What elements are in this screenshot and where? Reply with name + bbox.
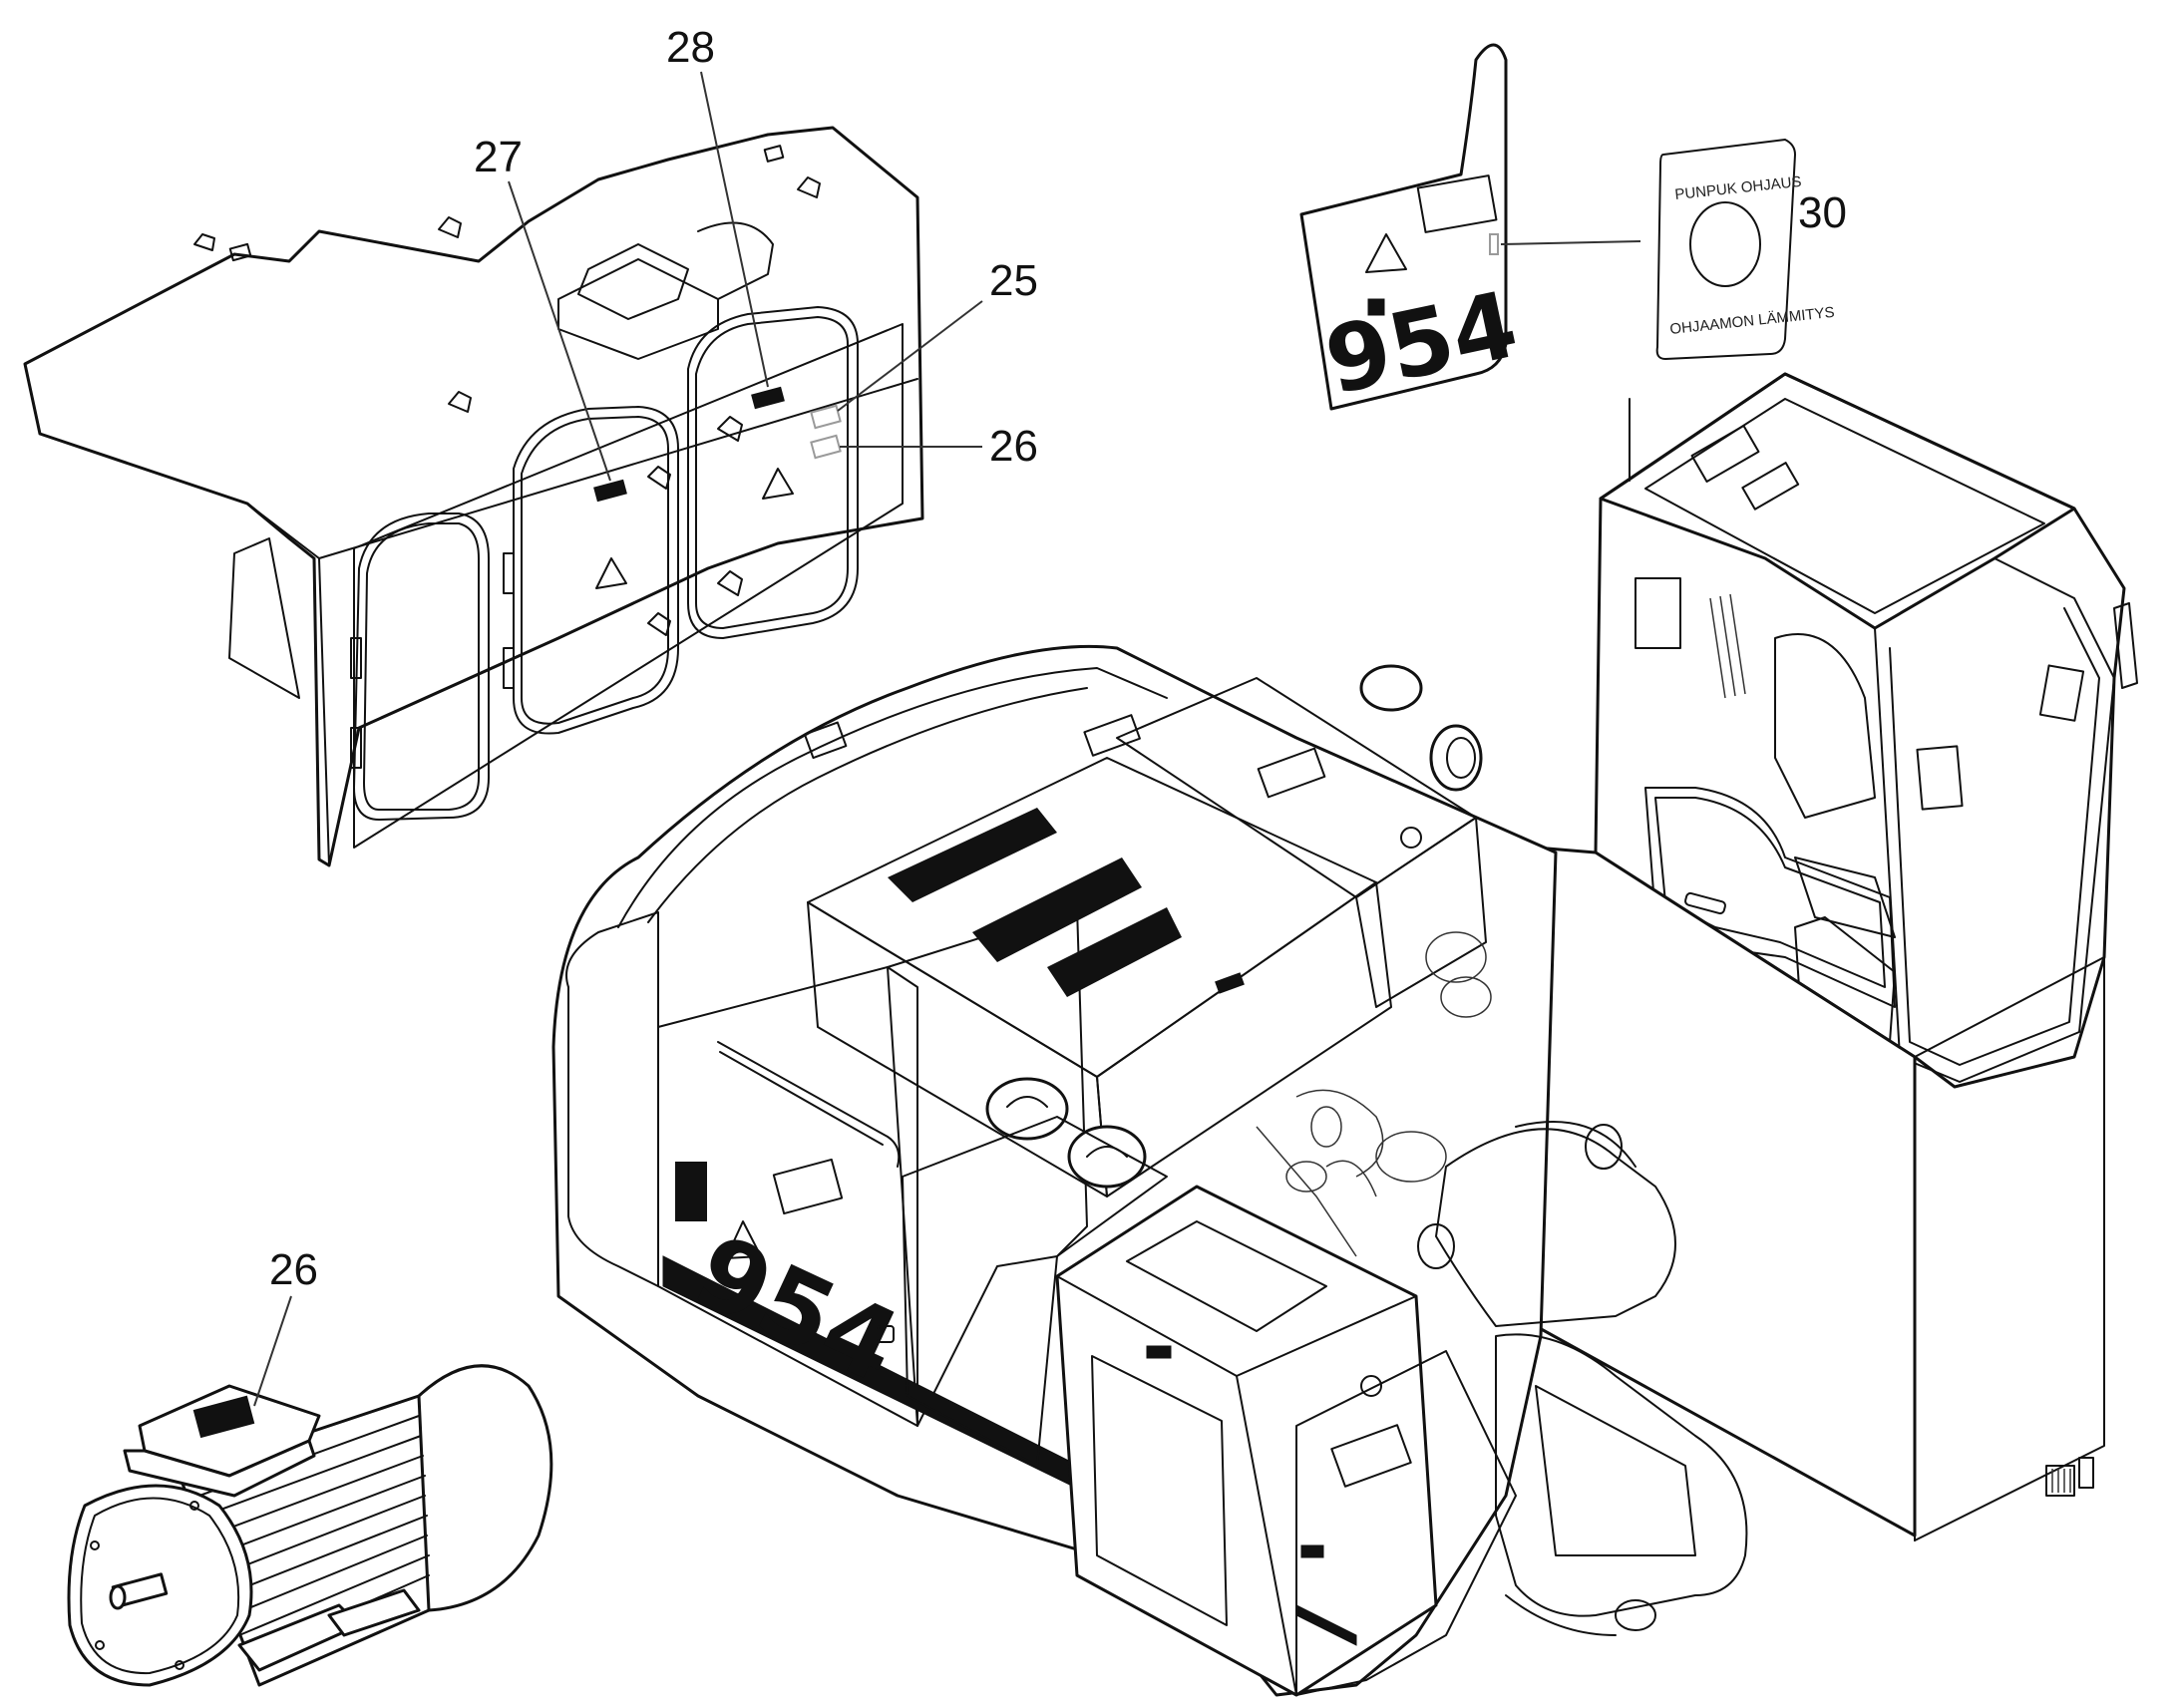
warning-triangle-icon: [725, 1220, 762, 1259]
side-grille: [675, 1162, 707, 1221]
motor-decal-26-mark: [192, 1395, 255, 1439]
callout-26-motor: 26: [269, 1245, 318, 1294]
decal-27-mark: [593, 479, 627, 503]
engine-detail: [1256, 931, 1492, 1257]
warning-triangle-icon: [595, 468, 794, 589]
engine-side-cover: [23, 126, 924, 867]
callout-25: 25: [989, 256, 1038, 305]
callout-28: 28: [666, 23, 715, 72]
brand-panel: 954: [1299, 43, 1526, 416]
machine-upper-body: 954: [551, 644, 1748, 1697]
callout-group-cover: 27 28 25 26: [474, 23, 1038, 482]
callout-30: 30: [1798, 188, 1847, 237]
callout-27: 27: [474, 133, 523, 181]
electric-motor: [67, 1364, 553, 1687]
decal-30-bottom-text: OHJAAMON LÄMMITYS: [1669, 304, 1836, 338]
decal-30-mark: [1489, 233, 1499, 255]
decal-28-mark: [751, 386, 785, 410]
decal-30: PUNPUK OHJAUS OHJAAMON LÄMMITYS: [1655, 139, 1836, 360]
callout-group-30: 30: [1500, 188, 1847, 245]
callout-26: 26: [989, 422, 1038, 471]
decal-26-mark: [810, 434, 842, 460]
callout-group-motor: 26: [253, 1245, 318, 1407]
door-latch: [647, 416, 743, 636]
decal-25-mark: [810, 404, 842, 430]
hood-vent-mesh: [888, 808, 1182, 997]
filler-cap: [985, 1077, 1147, 1189]
warning-triangle-icon: [1365, 233, 1407, 273]
cab-base: [1534, 846, 2105, 1541]
decal-30-top-text: PUNPUK OHJAUS: [1674, 173, 1803, 203]
operator-cab: [1594, 372, 2138, 1089]
